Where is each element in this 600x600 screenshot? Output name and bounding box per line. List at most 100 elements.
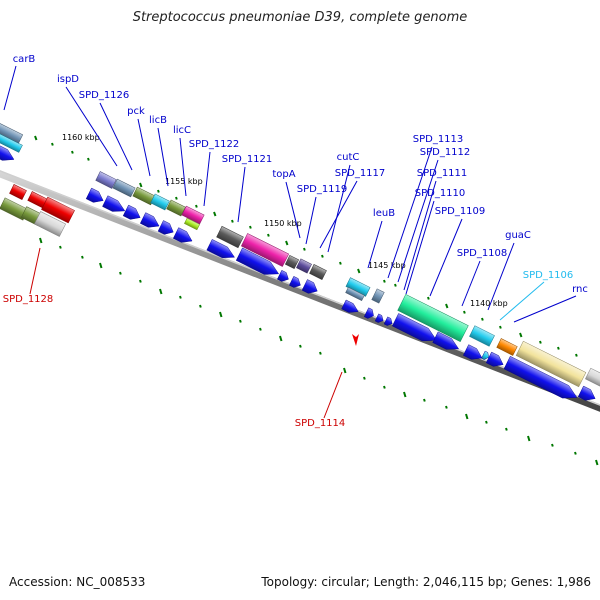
tick-mark bbox=[285, 240, 289, 246]
tick-mark bbox=[213, 211, 217, 217]
gene-label: SPD_1110 bbox=[415, 188, 466, 199]
gene-label-leader bbox=[237, 166, 246, 223]
tick-mark bbox=[51, 142, 54, 146]
gene-arrow bbox=[122, 204, 141, 220]
gene-label-leader bbox=[319, 180, 358, 249]
gene-arrow bbox=[503, 356, 578, 399]
feature-box bbox=[309, 264, 327, 280]
feature-box bbox=[296, 258, 312, 274]
gene-label: topA bbox=[272, 169, 295, 180]
tick-mark bbox=[99, 262, 103, 269]
accession-text: Accession: NC_008533 bbox=[9, 575, 146, 589]
scale-label: 1160 kbp bbox=[62, 133, 100, 142]
tick-mark bbox=[87, 157, 90, 161]
gene-label: SPD_1121 bbox=[222, 154, 273, 165]
feature-box bbox=[469, 325, 495, 347]
feature-box bbox=[585, 367, 600, 389]
gene-label: SPD_1112 bbox=[420, 147, 471, 158]
gene-label: carB bbox=[13, 54, 36, 65]
tick-mark bbox=[119, 271, 122, 275]
feature-box bbox=[0, 133, 23, 153]
gene-label-leader bbox=[3, 65, 17, 111]
tick-mark bbox=[81, 255, 84, 259]
gene-arrow bbox=[301, 279, 318, 294]
gene-label-leader bbox=[157, 127, 169, 187]
gene-arrow bbox=[206, 239, 235, 258]
gene-label-leader bbox=[305, 196, 317, 245]
tick-mark bbox=[383, 279, 386, 283]
gene-label-leader bbox=[387, 146, 433, 279]
gene-label: licB bbox=[149, 115, 167, 126]
gene-label: SPD_1128 bbox=[3, 294, 54, 305]
feature-box bbox=[95, 171, 117, 189]
tick-mark bbox=[231, 219, 234, 223]
tick-mark bbox=[557, 346, 560, 350]
tick-mark bbox=[139, 279, 142, 283]
tick-mark bbox=[339, 261, 342, 265]
gene-arrow bbox=[383, 316, 393, 326]
tick-mark bbox=[319, 351, 322, 355]
gene-arrow bbox=[172, 227, 193, 243]
tick-mark bbox=[481, 317, 484, 321]
tick-mark bbox=[505, 427, 508, 431]
tick-mark bbox=[267, 233, 270, 237]
tick-mark bbox=[179, 295, 182, 299]
feature-box bbox=[371, 288, 385, 304]
gene-label-leader bbox=[397, 159, 439, 283]
tick-mark bbox=[259, 327, 262, 331]
gene-label-leader bbox=[487, 242, 515, 311]
tick-mark bbox=[195, 204, 198, 208]
gene-label: licC bbox=[173, 125, 191, 136]
tick-mark bbox=[71, 150, 74, 154]
gene-arrow bbox=[462, 344, 483, 360]
gene-arrow bbox=[235, 247, 280, 275]
gene-label: SPD_1119 bbox=[297, 184, 348, 195]
gene-label-leader bbox=[29, 247, 41, 295]
gene-arrow bbox=[157, 220, 174, 235]
gene-label: SPD_1109 bbox=[435, 206, 486, 217]
tick-mark bbox=[219, 311, 223, 318]
tick-mark bbox=[199, 304, 202, 308]
gene-label-leader bbox=[429, 218, 463, 297]
feature-marker-red bbox=[352, 334, 359, 346]
gene-label-leader bbox=[203, 151, 211, 207]
scale-label: 1150 kbp bbox=[264, 219, 302, 228]
tick-mark bbox=[34, 135, 38, 141]
gene-label-leader bbox=[99, 102, 133, 171]
tick-mark bbox=[465, 413, 469, 420]
feature-box bbox=[150, 193, 170, 211]
feature-box bbox=[112, 178, 136, 198]
gene-label-leader bbox=[327, 164, 351, 253]
gene-arrow bbox=[0, 144, 15, 161]
scale-label: 1140 kbp bbox=[470, 299, 508, 308]
tick-mark bbox=[574, 451, 577, 455]
gene-arrow bbox=[289, 276, 301, 288]
gene-label-leader bbox=[513, 295, 577, 323]
gene-label: SPD_1106 bbox=[523, 270, 574, 281]
map-title: Streptococcus pneumoniae D39, complete g… bbox=[132, 10, 468, 25]
tick-mark bbox=[383, 385, 386, 389]
tick-mark bbox=[249, 225, 252, 229]
feature-box bbox=[345, 286, 365, 302]
gene-arrow bbox=[485, 351, 504, 367]
gene-label-leader bbox=[403, 180, 437, 291]
gene-label-leader bbox=[461, 260, 481, 307]
tick-mark bbox=[595, 459, 599, 466]
gene-label: SPD_1126 bbox=[79, 90, 130, 101]
scale-label: 1155 kbp bbox=[165, 177, 203, 186]
gene-label-leader bbox=[137, 118, 151, 177]
gene-arrow bbox=[85, 187, 104, 203]
gene-arrow bbox=[139, 212, 160, 228]
feature-box bbox=[34, 211, 66, 237]
tick-mark bbox=[485, 420, 488, 424]
feature-box bbox=[41, 196, 75, 224]
scale-label: 1145 kbp bbox=[368, 261, 406, 270]
feature-box bbox=[284, 254, 300, 270]
tick-mark bbox=[427, 296, 430, 300]
gene-label: SPD_1117 bbox=[335, 168, 386, 179]
gene-label: pck bbox=[127, 106, 145, 117]
feature-box bbox=[9, 184, 27, 200]
tick-mark bbox=[59, 245, 62, 249]
tick-mark bbox=[527, 435, 531, 442]
tick-mark bbox=[343, 367, 347, 374]
